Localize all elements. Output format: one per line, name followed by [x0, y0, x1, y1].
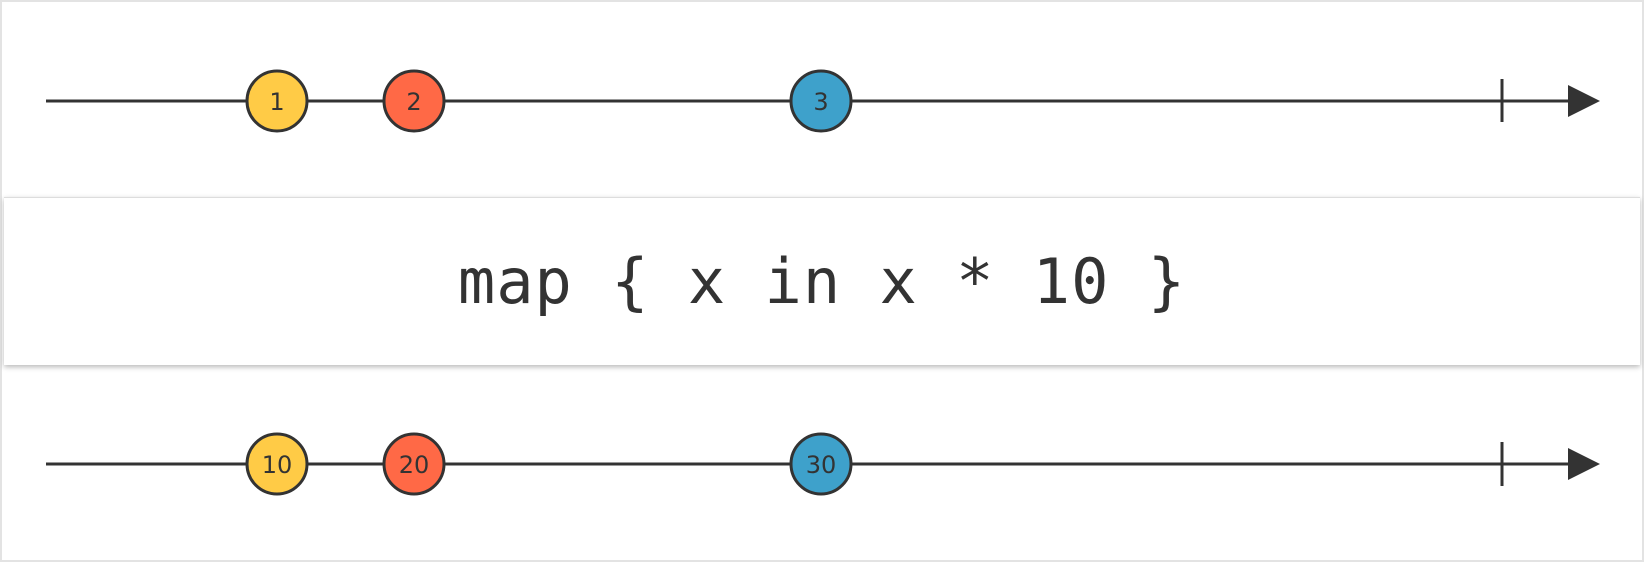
input-marble-circle — [789, 69, 853, 133]
output-marble: 20 — [382, 432, 446, 496]
output-marble-label: 30 — [806, 451, 837, 479]
input-marble: 2 — [382, 69, 446, 133]
input-timeline-arrowhead — [1568, 85, 1600, 117]
input-marble-circle — [382, 69, 446, 133]
input-marble: 1 — [245, 69, 309, 133]
input-marble-circle — [245, 69, 309, 133]
input-marble-label: 2 — [406, 88, 421, 116]
output-marble-circle — [789, 432, 853, 496]
operator-label: map { x in x * 10 } — [457, 245, 1187, 318]
output-marble-label: 10 — [262, 451, 293, 479]
output-marble: 10 — [245, 432, 309, 496]
input-marbles: 1 2 3 — [245, 69, 853, 133]
input-marble: 3 — [789, 69, 853, 133]
output-marble-circle — [245, 432, 309, 496]
output-timeline-arrowhead — [1568, 448, 1600, 480]
input-marble-label: 3 — [813, 88, 828, 116]
output-marbles: 10 20 30 — [245, 432, 853, 496]
input-marble-label: 1 — [269, 88, 284, 116]
output-marble-label: 20 — [399, 451, 430, 479]
output-marble-circle — [382, 432, 446, 496]
operator-box: map { x in x * 10 } — [4, 197, 1640, 365]
output-marble: 30 — [789, 432, 853, 496]
